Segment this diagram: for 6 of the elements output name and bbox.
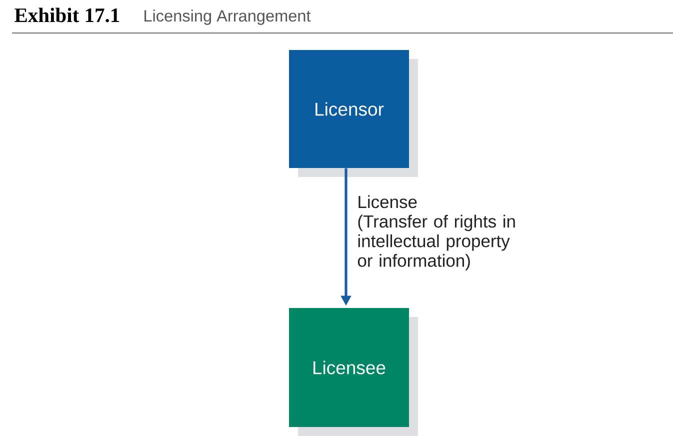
subtitle: Licensing Arrangement (144, 10, 311, 25)
title: Exhibit 17.1 (14, 8, 120, 22)
process-box: Licensor (289, 50, 418, 177)
note-text: (Transfer of rights in intellectual property or information) (358, 214, 515, 270)
edge-label: License (358, 195, 417, 208)
process-box: Licensee (289, 308, 418, 436)
